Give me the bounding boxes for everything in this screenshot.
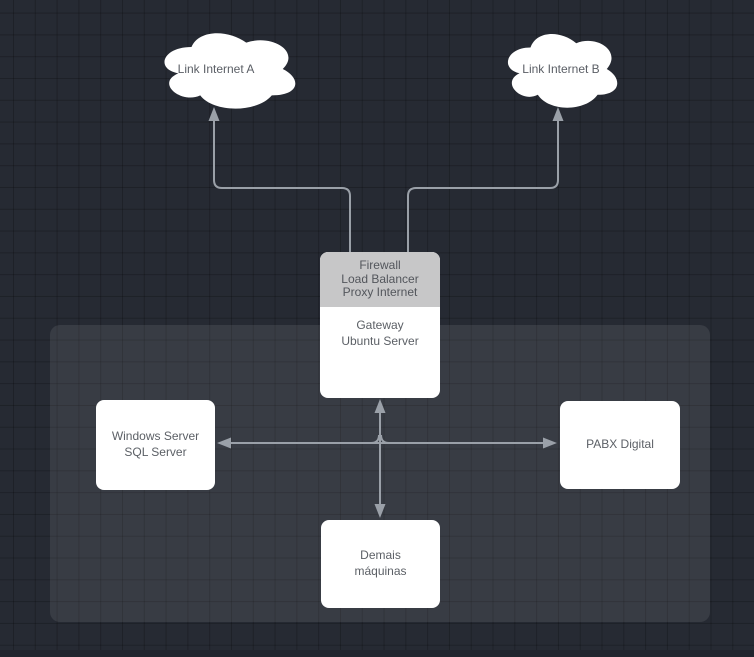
edge-gateway-to-cloud-a[interactable] <box>213 120 351 252</box>
windows-server-label: Windows Server SQL Server <box>111 429 200 459</box>
edge-gateway-to-cloud-b[interactable] <box>407 120 559 252</box>
cloud-label-link-internet-a: Link Internet A <box>177 62 255 76</box>
arrowhead-into-gateway-bottom <box>374 399 386 413</box>
node-demais-maquinas[interactable]: Demais máquinas <box>321 520 440 608</box>
arrowhead-into-pabx <box>543 437 557 449</box>
gateway-body-label: Gateway Ubuntu Server <box>341 318 419 348</box>
node-pabx-digital[interactable]: PABX Digital <box>560 401 680 489</box>
arrowhead-into-cloud-a <box>208 107 220 121</box>
demais-maquinas-label: Demais máquinas <box>354 548 407 578</box>
arrowhead-into-windows <box>217 437 231 449</box>
cloud-shape-link-internet-b[interactable] <box>507 34 618 108</box>
edge-gateway-to-windows[interactable] <box>231 434 544 444</box>
node-gateway-server[interactable]: Firewall Load Balancer Proxy Internet Ga… <box>320 252 440 398</box>
node-windows-sql-server[interactable]: Windows Server SQL Server <box>96 400 215 490</box>
canvas-bottom-strip <box>0 650 754 657</box>
cloud-shape-link-internet-a[interactable] <box>164 33 296 109</box>
gateway-header-label: Firewall Load Balancer Proxy Internet <box>320 252 440 307</box>
arrowhead-into-demais <box>374 504 386 518</box>
cloud-label-link-internet-b: Link Internet B <box>522 62 600 76</box>
arrowheads <box>208 107 564 518</box>
arrowhead-into-cloud-b <box>552 107 564 121</box>
pabx-digital-label: PABX Digital <box>586 437 654 452</box>
